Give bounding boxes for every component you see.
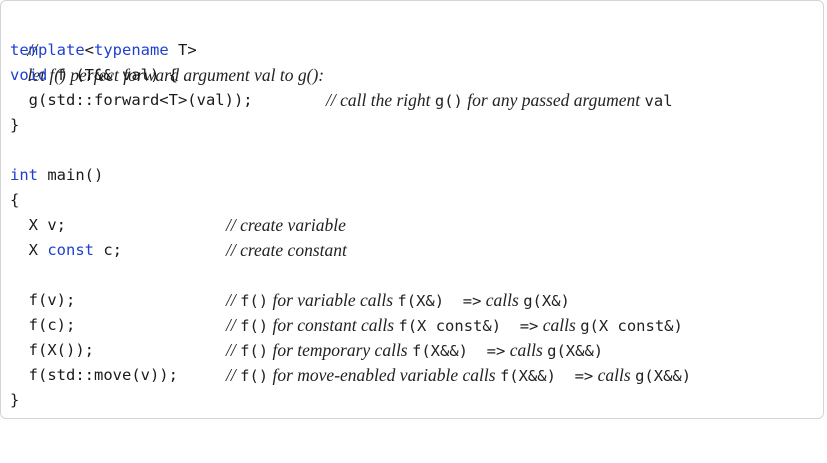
close-brace: } [10,116,20,134]
comment-text-2: calls [481,290,524,310]
comment-text-2: calls [505,340,548,360]
call-code: f(X()); [10,341,94,359]
comment-arrow: => [444,292,482,310]
comment-text: for temporary calls [268,340,412,360]
keyword-int: int [10,166,38,184]
comment-text-2: for any passed argument [462,90,645,110]
comment-text: call the right [340,90,435,110]
comment-slashes: // [226,315,236,335]
call-comment: // f() for temporary calls f(X&&) => cal… [226,338,603,364]
var-decl-line: X v; // create variable [10,213,820,238]
comment-text-2: calls [538,315,581,335]
comment-arrow: => [555,367,594,385]
comment-code-f: f() [240,292,269,310]
comment-text: for move-enabled variable calls [268,365,500,385]
call-comment: // f() for move-enabled variable calls f… [226,363,691,389]
const-decl-comment: // create constant [226,240,347,260]
keyword-template: template [10,41,85,59]
comment-code-g: g(X&) [523,292,570,310]
main-signature-line: int main() [10,163,103,188]
comment-code-sig: f(X&&) [412,342,468,360]
var-decl-code: X v; [10,216,66,234]
comment-text: for variable calls [268,290,398,310]
call-code: f(c); [10,316,76,334]
header-comment-text: let f() perfect forward argument val to … [27,65,325,85]
const-decl-code: X const c; [10,238,122,263]
template-line: template<typename T> [10,38,197,63]
keyword-typename: typename [94,41,169,59]
call-comment: // f() for variable calls f(X&) => calls… [226,288,570,314]
template-open-angle: < [84,41,94,59]
comment-arrow: => [501,317,539,335]
comment-code-g: g() [434,92,463,110]
comment-code-sig: f(X const&) [398,317,502,335]
comment-slashes: // [27,40,38,60]
keyword-void: void [10,66,48,84]
const-decl-line: X const c; // create constant [10,238,820,263]
keyword-const: const [47,241,94,259]
call-code: f(std::move(v)); [10,366,178,384]
comment-code-sig: f(X&) [397,292,445,310]
comment-code-g: g(X const&) [580,317,683,335]
comment-code-val: val [644,92,673,110]
comment-slashes: // [326,90,336,110]
comment-text: for constant calls [268,315,399,335]
function-signature-line: void f (T&& val) { [10,63,178,88]
template-param: T> [168,41,197,59]
var-decl-comment: // create variable [226,215,346,235]
call-line: f(std::move(v)); // f() for move-enabled… [10,363,820,388]
comment-code-f: f() [240,317,269,335]
comment-arrow: => [468,342,506,360]
comment-slashes: // [226,290,236,310]
call-line: f(X()); // f() for temporary calls f(X&&… [10,338,820,363]
forward-call-code: g(std::forward<T>(val)); [10,91,253,109]
code-listing: // let f() perfect forward argument val … [0,0,824,419]
comment-code-g: g(X&&) [547,342,604,360]
close-brace: } [10,391,20,409]
comment-code-g: g(X&&) [635,367,692,385]
call-code: f(v); [10,291,76,309]
call-line: f(v); // f() for variable calls f(X&) =>… [10,288,820,313]
main-signature: main() [38,166,104,184]
comment-code-f: f() [240,342,269,360]
comment-slashes: // [226,365,236,385]
const-decl-pre: X [10,241,48,259]
comment-text-2: calls [593,365,636,385]
comment-code-sig: f(X&&) [499,367,556,385]
call-line: f(c); // f() for constant calls f(X cons… [10,313,820,338]
forward-call-comment: // call the right g() for any passed arg… [326,88,673,114]
call-comment: // f() for constant calls f(X const&) =>… [226,313,683,339]
header-comment: // let f() perfect forward argument val … [10,13,325,85]
open-brace: { [10,191,20,209]
forward-call-line: g(std::forward<T>(val)); // call the rig… [10,88,820,113]
const-decl-post: c; [94,241,122,259]
function-signature: f (T&& val) { [47,66,178,84]
comment-slashes: // [226,340,236,360]
comment-code-f: f() [240,367,269,385]
